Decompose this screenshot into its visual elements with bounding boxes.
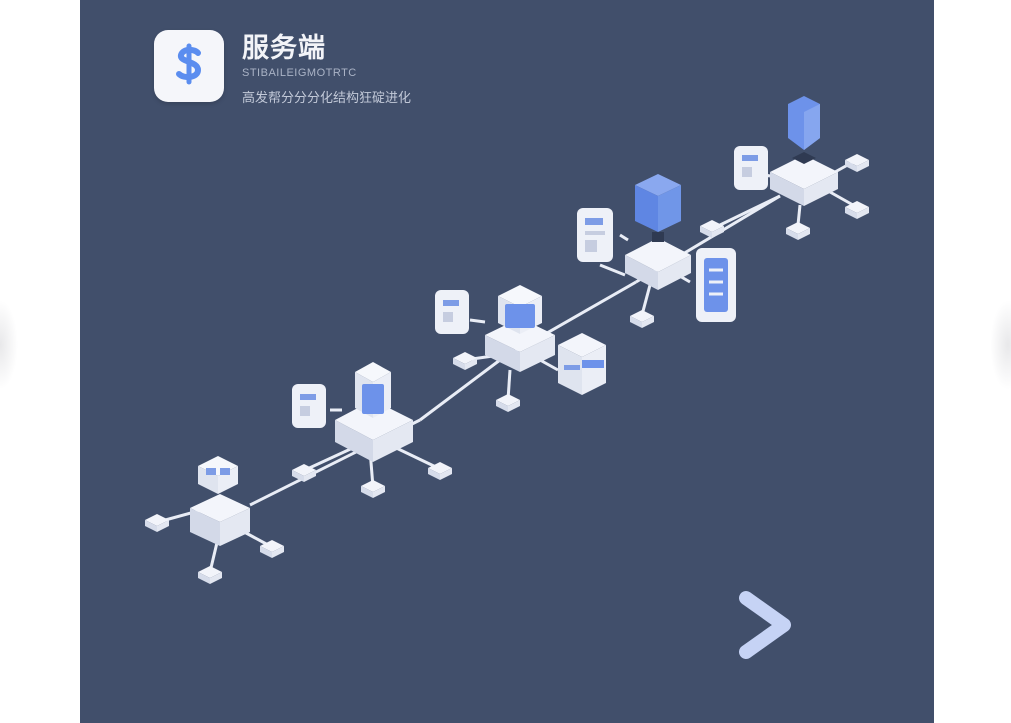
network-hub-icon xyxy=(198,456,238,494)
server-cube-icon xyxy=(355,362,391,418)
edge-glow-right xyxy=(990,300,1011,390)
page-subtitle-chinese: 高发帮分分分化结构狂碇进化 xyxy=(242,91,412,106)
main-canvas: 服务端 STIBAILEIGMOTRTC 高发帮分分分化结构狂碇进化 xyxy=(80,0,934,723)
dollar-sign-icon xyxy=(165,40,213,92)
location-pin-icon xyxy=(788,96,820,150)
database-icon xyxy=(435,290,469,334)
stage-1-node xyxy=(145,456,284,584)
page-subtitle-english: STIBAILEIGMOTRTC xyxy=(242,67,357,79)
database-icon xyxy=(292,384,326,428)
server-cube-icon xyxy=(498,285,542,334)
document-icon xyxy=(696,248,736,322)
page-title: 服务端 xyxy=(242,33,326,64)
app-logo xyxy=(154,30,224,102)
arrow-right-icon xyxy=(209,591,791,659)
edge-glow-left xyxy=(0,300,18,390)
stage-3-node xyxy=(435,285,606,412)
server-rack-icon xyxy=(558,333,606,395)
database-icon xyxy=(577,208,613,262)
stage-4-node xyxy=(577,174,736,328)
stage-2-node xyxy=(292,362,452,498)
server-cube-icon xyxy=(635,174,681,242)
database-icon xyxy=(734,146,768,190)
stage-5-node xyxy=(700,96,869,240)
architecture-evolution-diagram xyxy=(145,96,869,659)
